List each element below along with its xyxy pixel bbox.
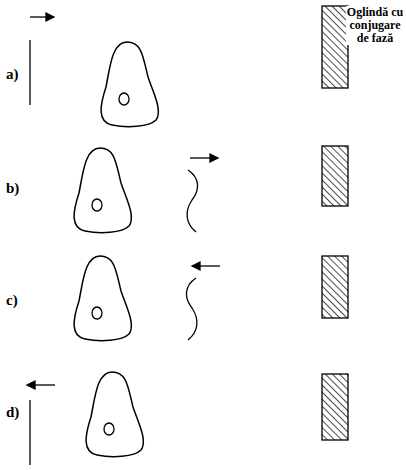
phase-conjugate-mirror [322,6,348,88]
row-label: b) [6,180,19,197]
mirror-label: Oglindă cu conjugare de fază [346,6,404,45]
distorting-medium [101,42,158,127]
row-label: d) [6,404,19,421]
row-label: c) [6,292,18,309]
wavefront [29,40,30,105]
row-label: a) [6,66,19,83]
